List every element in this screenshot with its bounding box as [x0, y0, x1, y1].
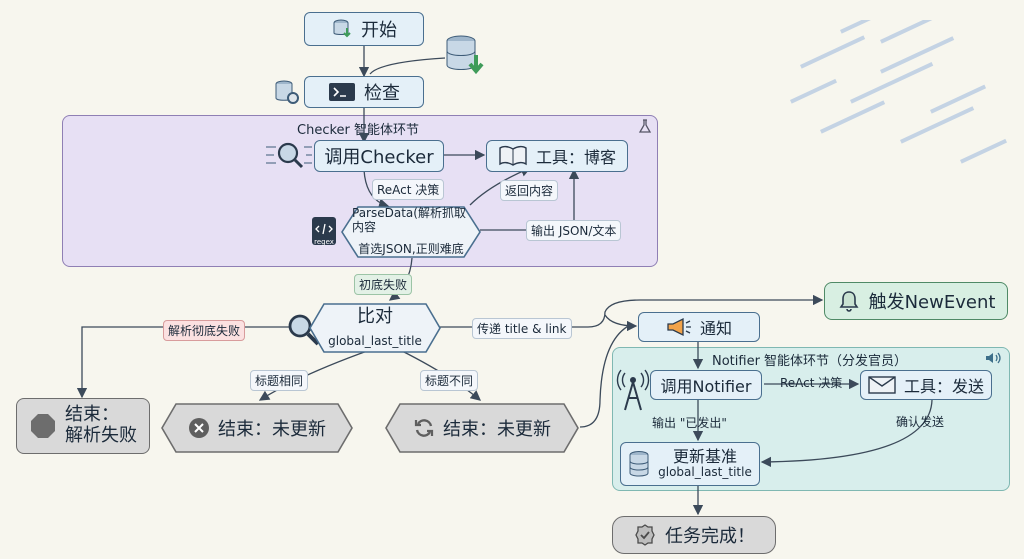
- tool-send-label: 工具：发送: [903, 377, 984, 396]
- end-diff-label: 结束：未更新: [443, 419, 551, 440]
- compare-sub: global_last_title: [328, 334, 422, 349]
- tool-blog-label: 工具：博客: [535, 148, 616, 167]
- notifier-panel-title: Notifier 智能体环节（分发官员）: [712, 354, 908, 369]
- database-download-icon: [446, 35, 484, 75]
- edge-label-return-content: 返回内容: [500, 180, 559, 201]
- megaphone-icon: [667, 317, 691, 337]
- compare-shape: [309, 303, 441, 353]
- end-parse-fail-line2: 解析失败: [65, 425, 137, 446]
- edge-label-diff: 标题不同: [420, 370, 479, 391]
- end-parse-fail-node: 结束： 解析失败: [16, 398, 150, 454]
- checker-panel-title: Checker 智能体环节: [297, 123, 420, 138]
- notify-node: 通知: [638, 312, 760, 342]
- envelope-icon: [868, 376, 896, 394]
- call-notifier-label: 调用Notifier: [660, 377, 752, 396]
- tool-send-node: 工具：发送: [860, 370, 992, 400]
- end-parse-fail-line1: 结束：: [65, 404, 119, 426]
- update-baseline-line1: 更新基准: [672, 446, 737, 466]
- end-diff-node: 结束：未更新: [394, 406, 570, 450]
- magnifier-icon: [288, 314, 320, 346]
- task-done-node: 任务完成！: [612, 516, 776, 554]
- edge-label-react-2: ReAct 决策: [780, 376, 843, 390]
- trigger-event-label: 触发NewEvent: [868, 292, 996, 313]
- edge-label-confirm-send: 确认发送: [896, 415, 945, 429]
- magnifier-network-icon: [266, 142, 312, 169]
- update-baseline-line2: global_last_title: [658, 465, 752, 480]
- task-done-label: 任务完成！: [665, 526, 755, 547]
- close-circle-icon: [189, 418, 209, 438]
- edge-label-output-json: 输出 JSON/文本: [526, 220, 622, 241]
- start-node: 开始: [304, 12, 424, 46]
- end-same-node: 结束：未更新: [170, 406, 344, 450]
- speaker-icon: [986, 352, 1001, 364]
- compare-title: 比对: [357, 305, 393, 327]
- flask-icon: [638, 119, 652, 133]
- notify-label: 通知: [699, 319, 732, 338]
- call-checker-label: 调用Checker: [324, 147, 434, 168]
- trigger-event-node: 触发NewEvent: [824, 282, 1008, 320]
- database-gear-icon: [275, 80, 299, 104]
- parse-data-shape: [341, 206, 481, 258]
- end-diff-shape: [385, 403, 579, 453]
- bell-icon: [839, 291, 859, 312]
- update-baseline-node: 更新基准 global_last_title: [620, 442, 760, 486]
- radio-tower-icon: [616, 369, 650, 411]
- end-same-label: 结束：未更新: [218, 419, 326, 440]
- edge-label-fail: 初底失败: [354, 274, 413, 295]
- edge-label-parse-fail: 解析彻底失败: [163, 320, 246, 341]
- call-checker-node: [264, 138, 444, 172]
- regex-badge: regex: [314, 238, 334, 246]
- edge-label-same: 标题相同: [250, 370, 309, 391]
- decorative-pattern: [790, 20, 1008, 164]
- end-same-shape: [161, 403, 353, 453]
- database-icon: [629, 451, 649, 477]
- call-checker-box: 调用Checker: [314, 140, 444, 172]
- terminal-icon: [329, 83, 355, 101]
- compare-node: 比对 global_last_title: [320, 306, 430, 350]
- edge-label-pass-link: 传递 title & link: [472, 318, 572, 339]
- parse-data-line2: 首选JSON,正则难底: [358, 241, 464, 256]
- tool-blog-node: 工具：博客: [486, 140, 628, 172]
- check-label: 检查: [364, 83, 400, 104]
- stop-octagon-icon: [31, 414, 55, 438]
- edge-label-output-sent: 输出 "已发出": [652, 416, 727, 430]
- badge-icon: [635, 524, 655, 546]
- refresh-icon: [414, 419, 434, 437]
- call-notifier-node: 调用Notifier: [650, 370, 762, 400]
- start-label: 开始: [361, 20, 397, 41]
- code-file-icon: [312, 217, 336, 245]
- edge-label-react-1: ReAct 决策: [372, 179, 445, 200]
- parse-data-line1: ParseData(解析抓取内容: [352, 206, 466, 235]
- book-icon: [499, 145, 527, 166]
- parse-data-node: ParseData(解析抓取内容 首选JSON,正则难底: [352, 206, 470, 256]
- database-download-icon: [333, 19, 351, 38]
- check-node: 检查: [304, 76, 424, 108]
